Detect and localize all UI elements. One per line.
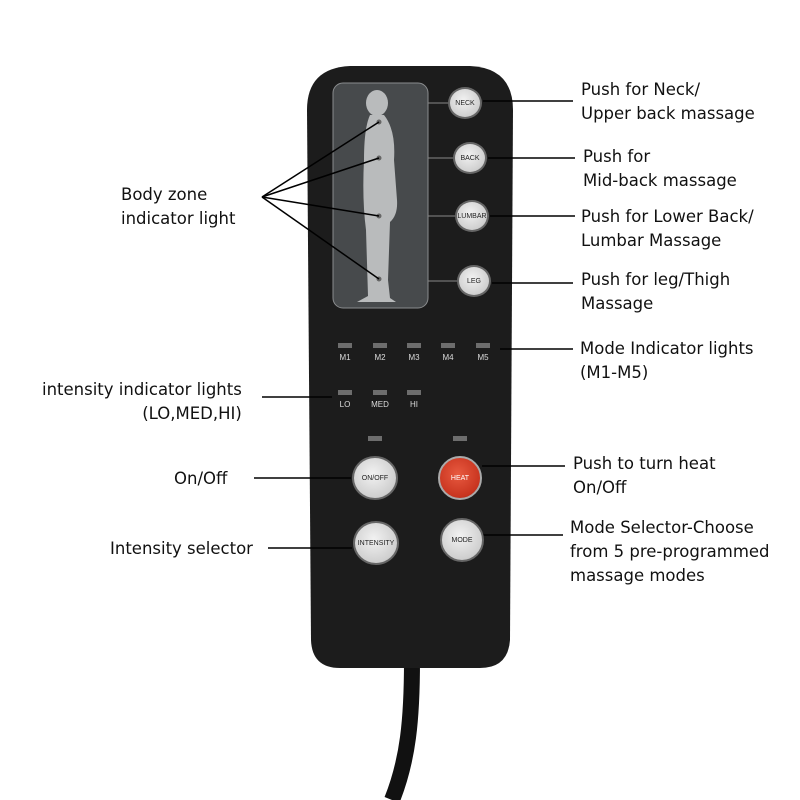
lumbar-button[interactable]: LUMBAR <box>455 200 489 232</box>
leader-lines <box>254 100 575 549</box>
back-button[interactable]: BACK <box>453 142 487 174</box>
led-label: M2 <box>374 353 386 362</box>
led-label: M3 <box>408 353 420 362</box>
callout-onoff: On/Off <box>174 469 228 488</box>
led-label: LO <box>339 400 351 409</box>
led-label: M5 <box>477 353 489 362</box>
led-heat <box>453 436 467 441</box>
led-m1 <box>338 343 352 348</box>
neck-button[interactable]: NECK <box>448 87 482 119</box>
led-m4 <box>441 343 455 348</box>
led-label: HI <box>410 400 418 409</box>
heat-button[interactable]: HEAT <box>438 456 482 500</box>
callout-mode-lights: Mode Indicator lights(M1-M5) <box>580 339 754 382</box>
led-hi <box>407 390 421 395</box>
callout-intensity-lights: intensity indicator lights(LO,MED,HI) <box>42 380 242 423</box>
cable <box>384 659 420 800</box>
led-m2 <box>373 343 387 348</box>
led-m5 <box>476 343 490 348</box>
mode-button[interactable]: MODE <box>440 518 484 562</box>
led-label: M4 <box>442 353 454 362</box>
led-lo <box>338 390 352 395</box>
led-label: M1 <box>339 353 351 362</box>
led-m3 <box>407 343 421 348</box>
led-med <box>373 390 387 395</box>
led-power <box>368 436 382 441</box>
led-label: MED <box>371 400 389 409</box>
callout-intensity-selector: Intensity selector <box>110 539 253 558</box>
onoff-button[interactable]: ON/OFF <box>352 456 398 500</box>
callout-lumbar: Push for Lower Back/Lumbar Massage <box>581 207 754 250</box>
intensity-button[interactable]: INTENSITY <box>353 521 399 565</box>
callout-neck: Push for Neck/Upper back massage <box>581 80 755 123</box>
leg-button[interactable]: LEG <box>457 265 491 297</box>
